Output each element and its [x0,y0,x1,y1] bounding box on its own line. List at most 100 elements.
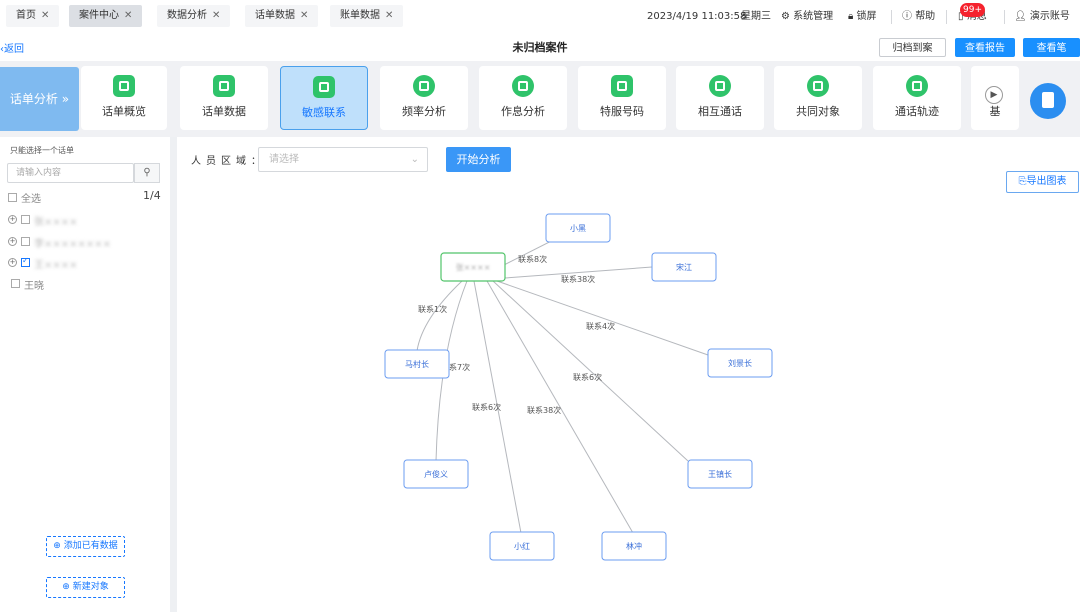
top-tab-bar: 首页 ✕ 案件中心 ✕ 数据分析✕ 话单数据✕ 账单数据 ✕ 2023/4/19 11… [0,0,1080,34]
tab-case-center[interactable]: 案件中心 ✕ [69,5,143,27]
item-checkbox[interactable] [21,215,30,224]
start-analysis-button[interactable]: 开始分析 [446,147,511,172]
add-existing-label: 添加已有数据 [63,541,118,551]
graph-nodes: 张×××× 小黑 宋江 刘景长 王镇长 林冲 小红 卢俊义 马村长 [384,213,773,561]
chevron-down-icon: ⌄ [410,154,419,165]
lock-screen[interactable]: 🔒︎ 锁屏 [848,0,877,33]
edge-label: 联系38次 [561,274,595,284]
case-header: ‹返回 未归档案件 归档到案件 查看报告 查看笔记 [0,33,1080,73]
graph-node[interactable] [384,349,450,379]
node-label: 马村长 [405,359,429,369]
close-icon[interactable]: ✕ [41,10,50,21]
item-checkbox[interactable] [11,279,20,288]
close-icon[interactable]: ✕ [212,10,221,21]
new-object-label: 新建对象 [72,582,109,592]
tab-label: 账单数据 [340,10,380,21]
edge-labels: 联系8次 联系38次 联系4次 联系6次 联系38次 联系6次 联系7次 联系1… [418,254,615,415]
card-sensitive-contact[interactable]: 敏感联系 [280,66,368,130]
expand-icon[interactable]: + [8,258,17,267]
select-placeholder: 请选择 [269,154,299,165]
expand-icon[interactable]: + [8,215,17,224]
system-management[interactable]: ⚙ 系统管理 [781,0,833,33]
card-label: 话单概览 [102,105,146,118]
graph-node[interactable] [403,459,469,489]
card-label: 基 [989,105,1001,118]
phone-doc-icon [213,75,235,97]
back-link[interactable]: ‹返回 [0,40,24,55]
relation-graph: 联系8次 联系38次 联系4次 联系6次 联系38次 联系6次 联系7次 联系1… [384,213,773,561]
search-input[interactable]: 请输入内容 [7,163,134,183]
card-label: 作息分析 [501,105,545,118]
archive-button[interactable]: 归档到案件 [879,38,946,73]
tab-label: 案件中心 [79,10,119,21]
node-label: 小黑 [570,224,586,233]
graph-node[interactable] [601,531,667,561]
graph-node[interactable] [687,459,753,489]
page-title: 未归档案件 [512,41,568,54]
location-phone-icon [906,75,928,97]
card-mutual-calls[interactable]: 相互通话 [676,66,764,130]
star-list-icon [611,75,633,97]
item-checkbox[interactable] [21,256,30,267]
area-select[interactable]: 请选择 ⌄ [258,147,428,172]
graph-node[interactable] [707,348,773,378]
chevron-right-icon[interactable]: ▶ [985,86,1003,104]
card-special-number[interactable]: 特服号码 [578,66,666,130]
edge-label: 联系8次 [518,254,547,264]
list-item: 王晓 [24,281,44,292]
card-label: 频率分析 [402,105,446,118]
card-label: 话单数据 [202,105,246,118]
message-badge: 99+ [960,3,985,17]
edge [492,280,689,462]
node-label: 林冲 [626,541,642,551]
call-analysis-tab[interactable]: 话单分析 » [0,67,79,131]
edge-label: 联系7次 [441,362,470,372]
card-common-objects[interactable]: 共同对象 [774,66,862,130]
view-report-button[interactable]: 查看报告 [955,38,1015,57]
tab-bill-data[interactable]: 账单数据 ✕ [330,5,404,27]
search-icon[interactable]: ⚲ [134,163,160,183]
account[interactable]: 👤︎ 演示账号 [1014,0,1070,33]
graph-node[interactable] [545,213,611,243]
card-frequency[interactable]: 频率分析 [380,66,468,130]
divider [946,10,947,24]
graph-node[interactable] [651,252,717,282]
tab-data-analysis[interactable]: 数据分析✕ [157,5,231,27]
export-chart-button[interactable]: ⎘导出图表 [1006,171,1079,193]
graph-node[interactable] [489,531,555,561]
close-icon[interactable]: ✕ [385,10,394,21]
tab-call-data[interactable]: 话单数据✕ [245,5,319,27]
list-item: 王×××× [34,260,78,271]
edge [416,280,463,352]
view-notes-button[interactable]: 查看笔记 [1023,38,1080,73]
graph-node-center[interactable] [440,252,506,282]
card-call-track[interactable]: 通话轨迹 [873,66,961,130]
datetime: 2023/4/19 11:03:58 [647,11,747,22]
new-object-button[interactable]: ⊕ 新建对象 [46,577,125,598]
system-label: 系统管理 [793,11,834,22]
weekday: 星期三 [741,11,771,22]
tab-home[interactable]: 首页 ✕ [6,5,60,27]
help-label: 帮助 [915,11,936,22]
export-label: 导出图表 [1026,176,1067,187]
list-item: 张×××× [34,217,78,228]
node-label: 卢俊义 [424,469,448,479]
card-call-data[interactable]: 话单数据 [180,66,268,130]
card-schedule[interactable]: 作息分析 [479,66,567,130]
tab-label: 首页 [16,10,36,21]
edge [504,266,653,279]
item-checkbox[interactable] [21,237,30,246]
select-all-checkbox[interactable] [8,193,17,202]
card-overview[interactable]: 话单概览 [81,66,167,130]
close-icon[interactable]: ✕ [300,10,309,21]
clipboard-icon[interactable] [1030,83,1066,119]
chevron-left-icon: ‹ [0,44,4,55]
expand-icon[interactable]: + [8,237,17,246]
phone-transfer-icon [709,75,731,97]
graph-panel: 人员区域： 请选择⌄ 开始分析 ⎘导出图表 联系8次 联系38次 联系4次 联系… [177,137,1080,612]
add-existing-data-button[interactable]: ⊕ 添加已有数据 [46,536,125,557]
help[interactable]: ⓘ 帮助 [902,0,935,33]
close-icon[interactable]: ✕ [124,10,133,21]
divider [891,10,892,24]
phone-icon [413,75,435,97]
